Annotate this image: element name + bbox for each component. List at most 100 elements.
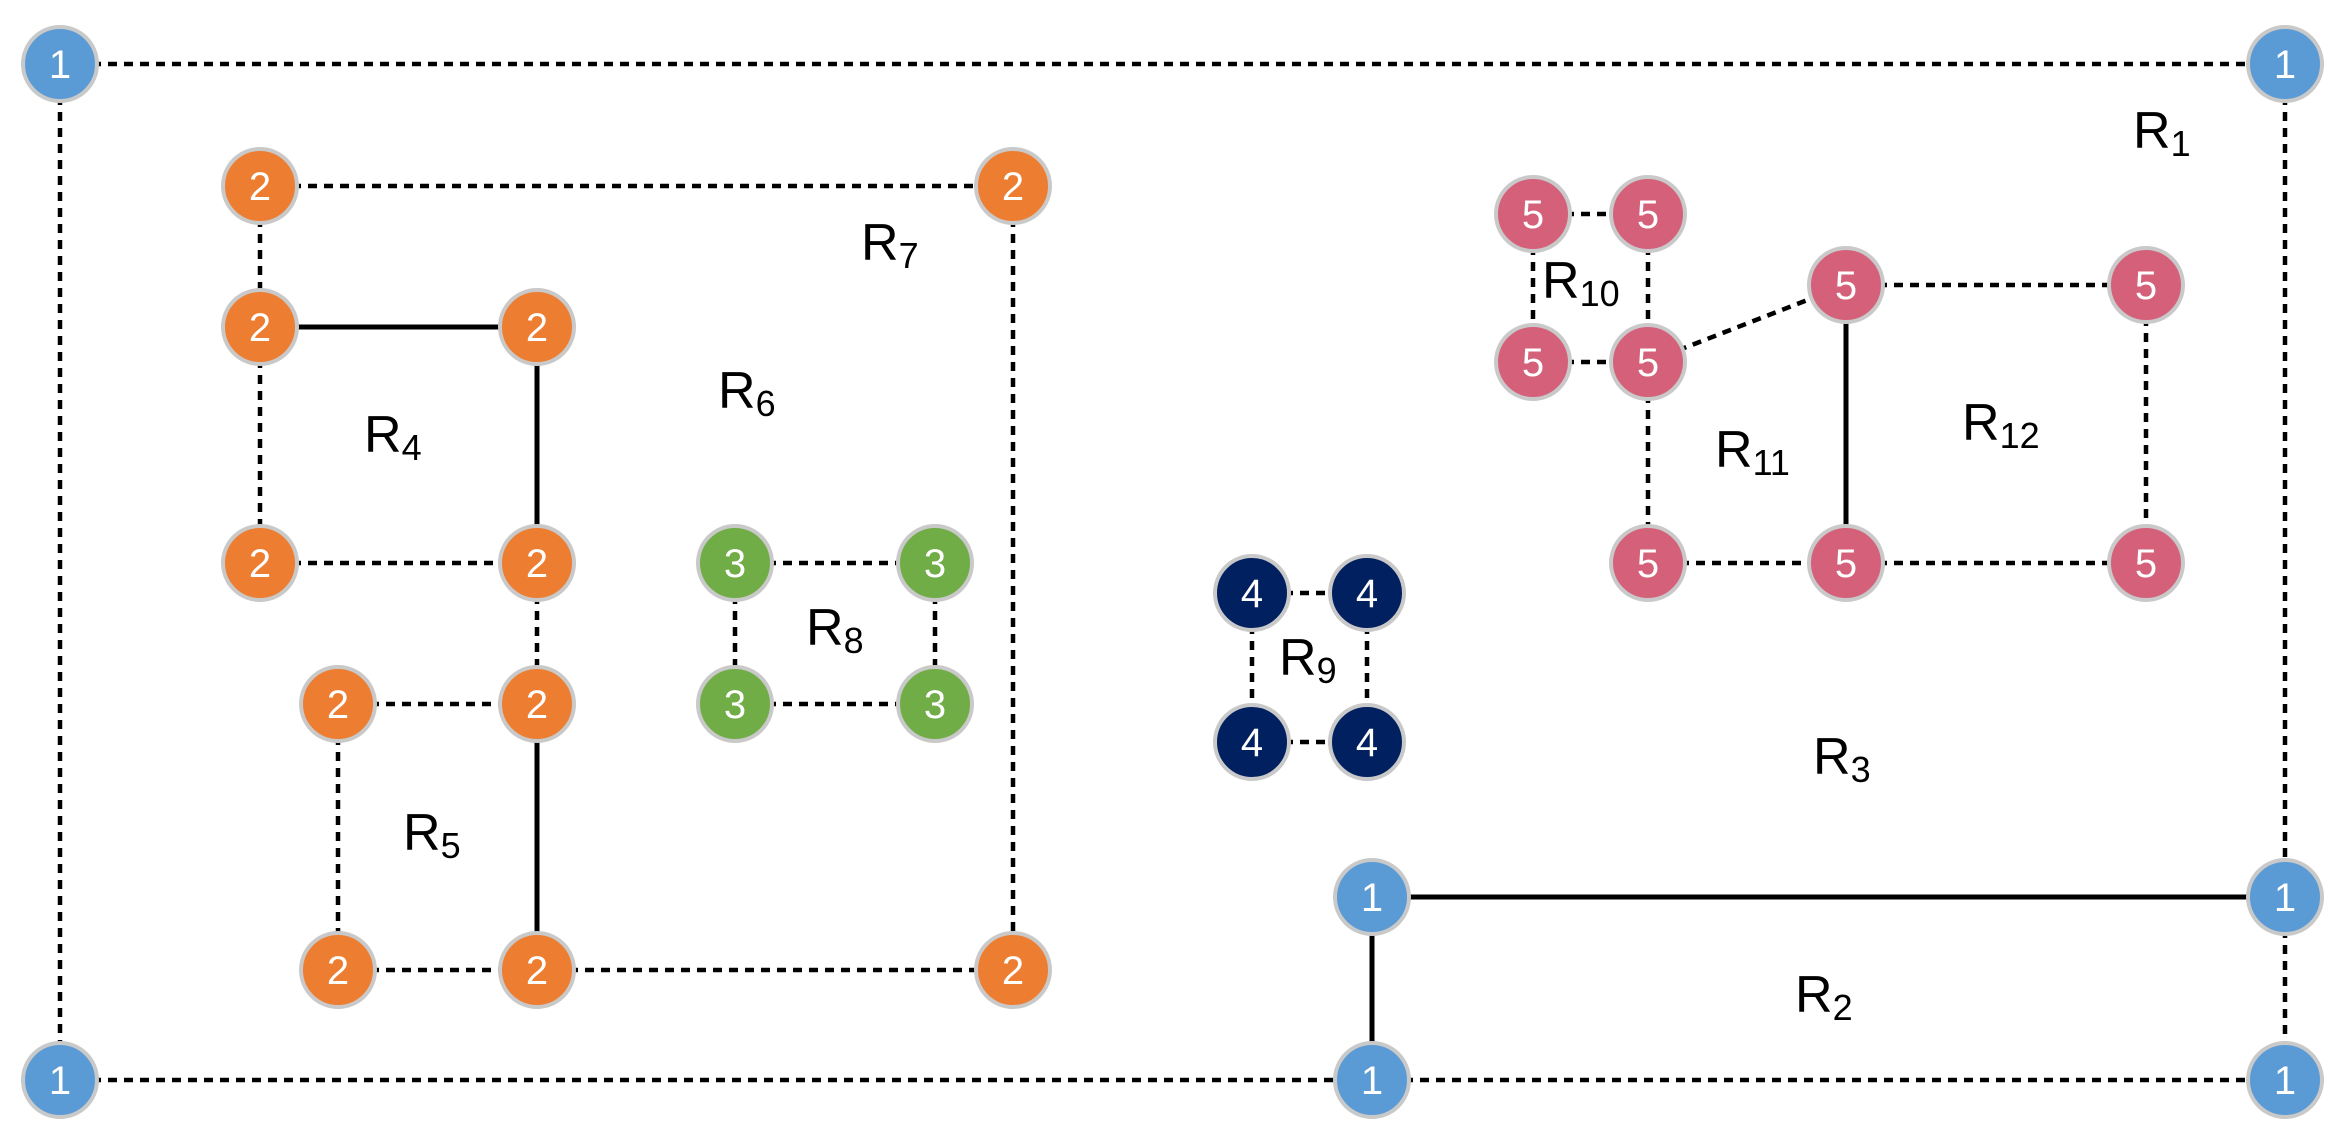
region-label-r5: R5: [403, 804, 461, 866]
node-e5: 5: [1609, 323, 1687, 401]
node-label: 1: [2274, 876, 2296, 920]
region-label-r6: R6: [718, 362, 776, 424]
node-circle: [696, 665, 774, 743]
node-e4: 5: [1494, 323, 1572, 401]
region-label-r8: R8: [806, 599, 864, 661]
node-circle: [498, 931, 576, 1009]
node-circle: [21, 25, 99, 103]
node-e3: 5: [1807, 246, 1885, 324]
node-label: 2: [526, 542, 548, 586]
node-label: 1: [2274, 43, 2296, 87]
node-e9: 5: [2107, 524, 2185, 602]
region-label-r4: R4: [364, 406, 422, 468]
node-b7: 2: [299, 665, 377, 743]
nodes-layer: 1 1 1 1 1 1 2 2 2 2 2 2 2 2 2 2 2 3 3 3 3 4 4 4 4 5 5 5 5 5 5 5 5 5 1: [21, 25, 2324, 1119]
node-circle: [1213, 703, 1291, 781]
node-label: 5: [2135, 264, 2157, 308]
node-circle: [2246, 25, 2324, 103]
node-e1: 5: [1494, 175, 1572, 253]
node-label: 2: [249, 165, 271, 209]
node-circle: [974, 931, 1052, 1009]
node-circle: [1328, 554, 1406, 632]
node-circle: [2246, 1041, 2324, 1119]
node-label: 2: [249, 306, 271, 350]
node-a1: 1: [21, 25, 99, 103]
node-label: 1: [2274, 1059, 2296, 1103]
node-circle: [1213, 554, 1291, 632]
node-label: 2: [526, 949, 548, 993]
node-circle: [498, 665, 576, 743]
node-circle: [1609, 175, 1687, 253]
node-d4: 4: [1328, 703, 1406, 781]
node-b8: 2: [498, 665, 576, 743]
node-circle: [2107, 524, 2185, 602]
node-circle: [498, 524, 576, 602]
node-circle: [2246, 858, 2324, 936]
node-b3: 2: [221, 288, 299, 366]
node-circle: [1333, 1041, 1411, 1119]
node-b4: 2: [498, 288, 576, 366]
node-label: 2: [327, 949, 349, 993]
region-label-r9: R9: [1279, 629, 1337, 691]
node-circle: [2107, 246, 2185, 324]
node-e7: 5: [1609, 524, 1687, 602]
node-c2: 3: [896, 524, 974, 602]
node-circle: [896, 665, 974, 743]
node-circle: [498, 288, 576, 366]
node-label: 3: [924, 683, 946, 727]
node-label: 4: [1241, 572, 1263, 616]
node-b5: 2: [221, 524, 299, 602]
region-label-r2: R2: [1795, 966, 1853, 1028]
node-circle: [1494, 323, 1572, 401]
region-label-r11: R11: [1715, 421, 1790, 483]
node-label: 2: [249, 542, 271, 586]
node-label: 5: [2135, 542, 2157, 586]
node-circle: [974, 147, 1052, 225]
node-label: 5: [1637, 341, 1659, 385]
node-circle: [21, 1041, 99, 1119]
region-label-r12: R12: [1962, 394, 2040, 456]
node-label: 4: [1356, 721, 1378, 765]
node-label: 4: [1241, 721, 1263, 765]
node-label: 1: [49, 43, 71, 87]
node-label: 5: [1522, 341, 1544, 385]
node-circle: [1807, 246, 1885, 324]
node-label: 5: [1522, 193, 1544, 237]
node-circle: [299, 931, 377, 1009]
node-d3: 4: [1213, 703, 1291, 781]
node-b10: 2: [498, 931, 576, 1009]
node-circle: [221, 524, 299, 602]
edges-layer: [57, 61, 2288, 1083]
node-c1: 3: [696, 524, 774, 602]
region-label-r1: R1: [2133, 102, 2191, 164]
node-c4: 3: [896, 665, 974, 743]
node-label: 4: [1356, 572, 1378, 616]
node-label: 2: [526, 683, 548, 727]
node-a2: 1: [2246, 25, 2324, 103]
node-b6: 2: [498, 524, 576, 602]
node-label: 3: [924, 542, 946, 586]
node-circle: [1494, 175, 1572, 253]
node-circle: [896, 524, 974, 602]
node-label: 2: [526, 306, 548, 350]
node-d2: 4: [1328, 554, 1406, 632]
node-b1: 2: [221, 147, 299, 225]
node-label: 2: [1002, 949, 1024, 993]
node-label: 5: [1637, 193, 1659, 237]
node-a6: 1: [2246, 1041, 2324, 1119]
node-label: 1: [1361, 1059, 1383, 1103]
region-label-r3: R3: [1813, 728, 1871, 790]
node-label: 3: [724, 683, 746, 727]
node-circle: [1328, 703, 1406, 781]
node-b2: 2: [974, 147, 1052, 225]
node-e6: 5: [2107, 246, 2185, 324]
node-a3: 1: [21, 1041, 99, 1119]
node-a7: 1: [1333, 858, 1411, 936]
node-circle: [1807, 524, 1885, 602]
node-circle: [1609, 323, 1687, 401]
node-circle: [221, 288, 299, 366]
node-label: 5: [1835, 542, 1857, 586]
node-e8: 5: [1807, 524, 1885, 602]
